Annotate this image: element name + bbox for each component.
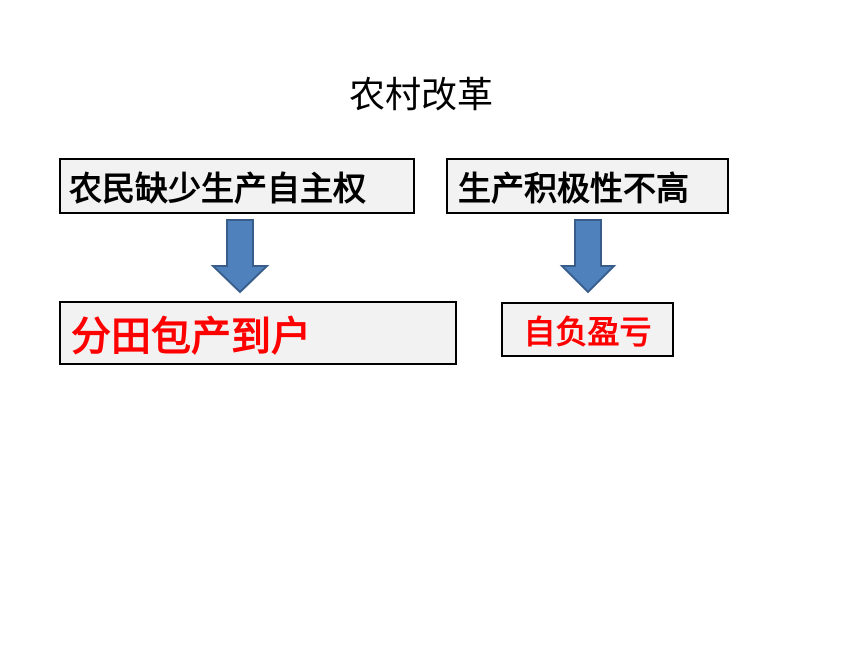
solution-box-right: 自负盈亏 (501, 302, 674, 357)
problem-box-left: 农民缺少生产自主权 (59, 158, 415, 214)
problem-box-left-text: 农民缺少生产自主权 (69, 169, 366, 208)
down-arrow-icon (559, 219, 617, 294)
down-arrow-icon (210, 219, 270, 294)
problem-box-right: 生产积极性不高 (446, 158, 729, 214)
solution-box-left-text: 分田包产到户 (71, 314, 311, 360)
problem-box-right-text: 生产积极性不高 (458, 169, 689, 208)
solution-box-right-text: 自负盈亏 (523, 312, 652, 351)
solution-box-left: 分田包产到户 (59, 301, 457, 365)
slide-title: 农村改革 (348, 75, 493, 116)
